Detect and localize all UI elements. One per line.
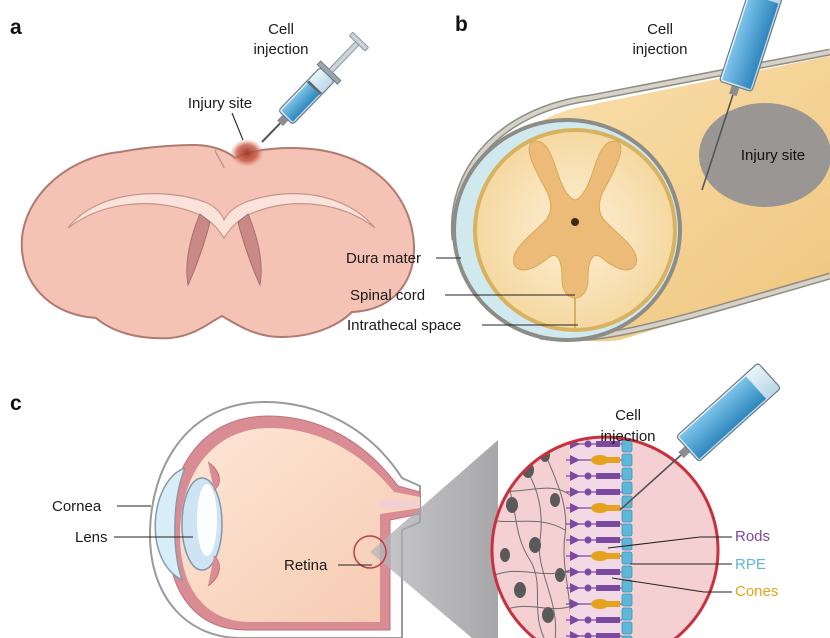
- panel-b-intrathecal-label: Intrathecal space: [347, 317, 461, 334]
- panel-c-letter: c: [10, 392, 22, 415]
- panel-a-injury-label: Injury site: [188, 95, 252, 112]
- panel-a-injury-leader: [232, 113, 243, 140]
- rpe-layer: [622, 440, 632, 638]
- rpe-cell: [622, 468, 632, 480]
- rpe-cell: [622, 594, 632, 606]
- panel-c: c: [10, 363, 781, 638]
- rpe-cell: [622, 566, 632, 578]
- panel-c-retina-label: Retina: [284, 557, 328, 574]
- rpe-cell: [622, 454, 632, 466]
- panel-b-cell-label-line2: injection: [632, 41, 687, 58]
- rpe-cell: [622, 524, 632, 536]
- panel-b-cell-label-line1: Cell: [647, 21, 673, 38]
- rpe-cell: [622, 580, 632, 592]
- panel-c-cell-label-line1: Cell: [615, 407, 641, 424]
- rpe-cell: [622, 538, 632, 550]
- retina-zoom: [490, 437, 718, 638]
- rpe-cell: [622, 510, 632, 522]
- panel-b-letter: b: [455, 13, 468, 36]
- panel-b-spinal-cord-label: Spinal cord: [350, 287, 425, 304]
- panel-c-rods-label: Rods: [735, 528, 770, 545]
- panel-c-rpe-label: RPE: [735, 556, 766, 573]
- panel-a-letter: a: [10, 16, 22, 39]
- panel-a-cell-label-line1: Cell: [268, 21, 294, 38]
- rpe-cell: [622, 552, 632, 564]
- brain-section: [22, 145, 414, 338]
- panel-c-cell-label-line2: injection: [600, 428, 655, 445]
- rpe-cell: [622, 622, 632, 634]
- panel-c-lens-label: Lens: [75, 529, 108, 546]
- rpe-cell: [622, 482, 632, 494]
- brain-injury-site: [230, 139, 264, 167]
- rpe-cell: [622, 608, 632, 620]
- panel-c-cornea-label: Cornea: [52, 498, 102, 515]
- panel-b-injury-label: Injury site: [741, 147, 805, 164]
- panel-b-dura-label: Dura mater: [346, 250, 421, 267]
- central-canal: [571, 218, 579, 226]
- panel-c-cones-label: Cones: [735, 583, 778, 600]
- panel-b: b Injury site Cell injection Dura mater …: [346, 0, 830, 341]
- panel-a-cell-label-line2: injection: [253, 41, 308, 58]
